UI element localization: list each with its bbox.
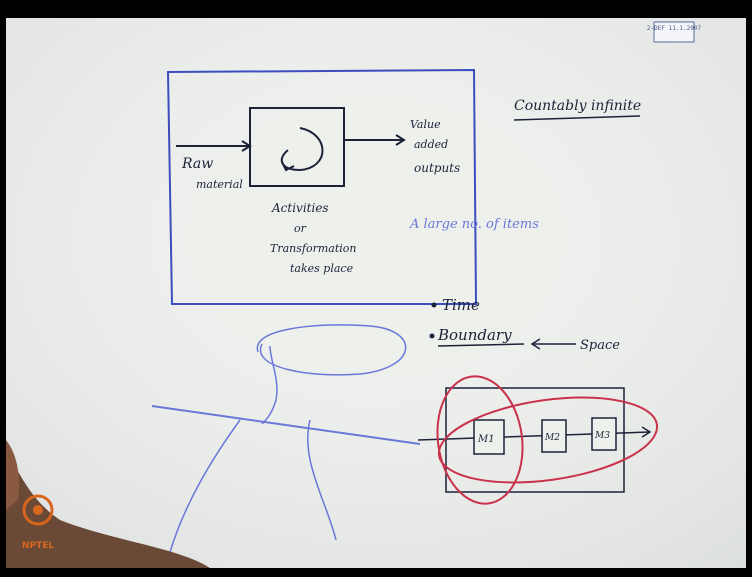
process-label-4: takes place xyxy=(290,262,354,275)
stamp-line-1: 2-DEF 11.1.2007 xyxy=(647,25,702,32)
machine-m3-label: M3 xyxy=(594,431,610,441)
process-label-2: or xyxy=(294,222,307,235)
output-label-3: outputs xyxy=(414,161,460,175)
bullet-dot-2 xyxy=(430,334,435,339)
bullet-dot-1 xyxy=(432,303,437,308)
countably-infinite-note: Countably infinite xyxy=(514,98,641,114)
output-label-2: added xyxy=(414,138,448,151)
space-label: Space xyxy=(580,338,620,353)
process-label-3: Transformation xyxy=(270,242,356,255)
input-label-2: material xyxy=(196,178,243,191)
bullet-boundary: Boundary xyxy=(437,326,512,344)
machine-m2-label: M2 xyxy=(544,433,560,443)
output-label-1: Value xyxy=(410,118,441,131)
bullet-time: Time xyxy=(442,296,480,314)
large-number-note: A large no. of items xyxy=(409,217,539,232)
logo-text: NPTEL xyxy=(22,541,54,551)
process-label-1: Activities xyxy=(271,201,329,215)
date-stamp: 2-DEF 11.1.2007 xyxy=(647,22,702,42)
machine-m1-label: M1 xyxy=(477,434,495,445)
input-label-1: Raw xyxy=(181,156,213,172)
logo-core-icon xyxy=(33,505,43,515)
